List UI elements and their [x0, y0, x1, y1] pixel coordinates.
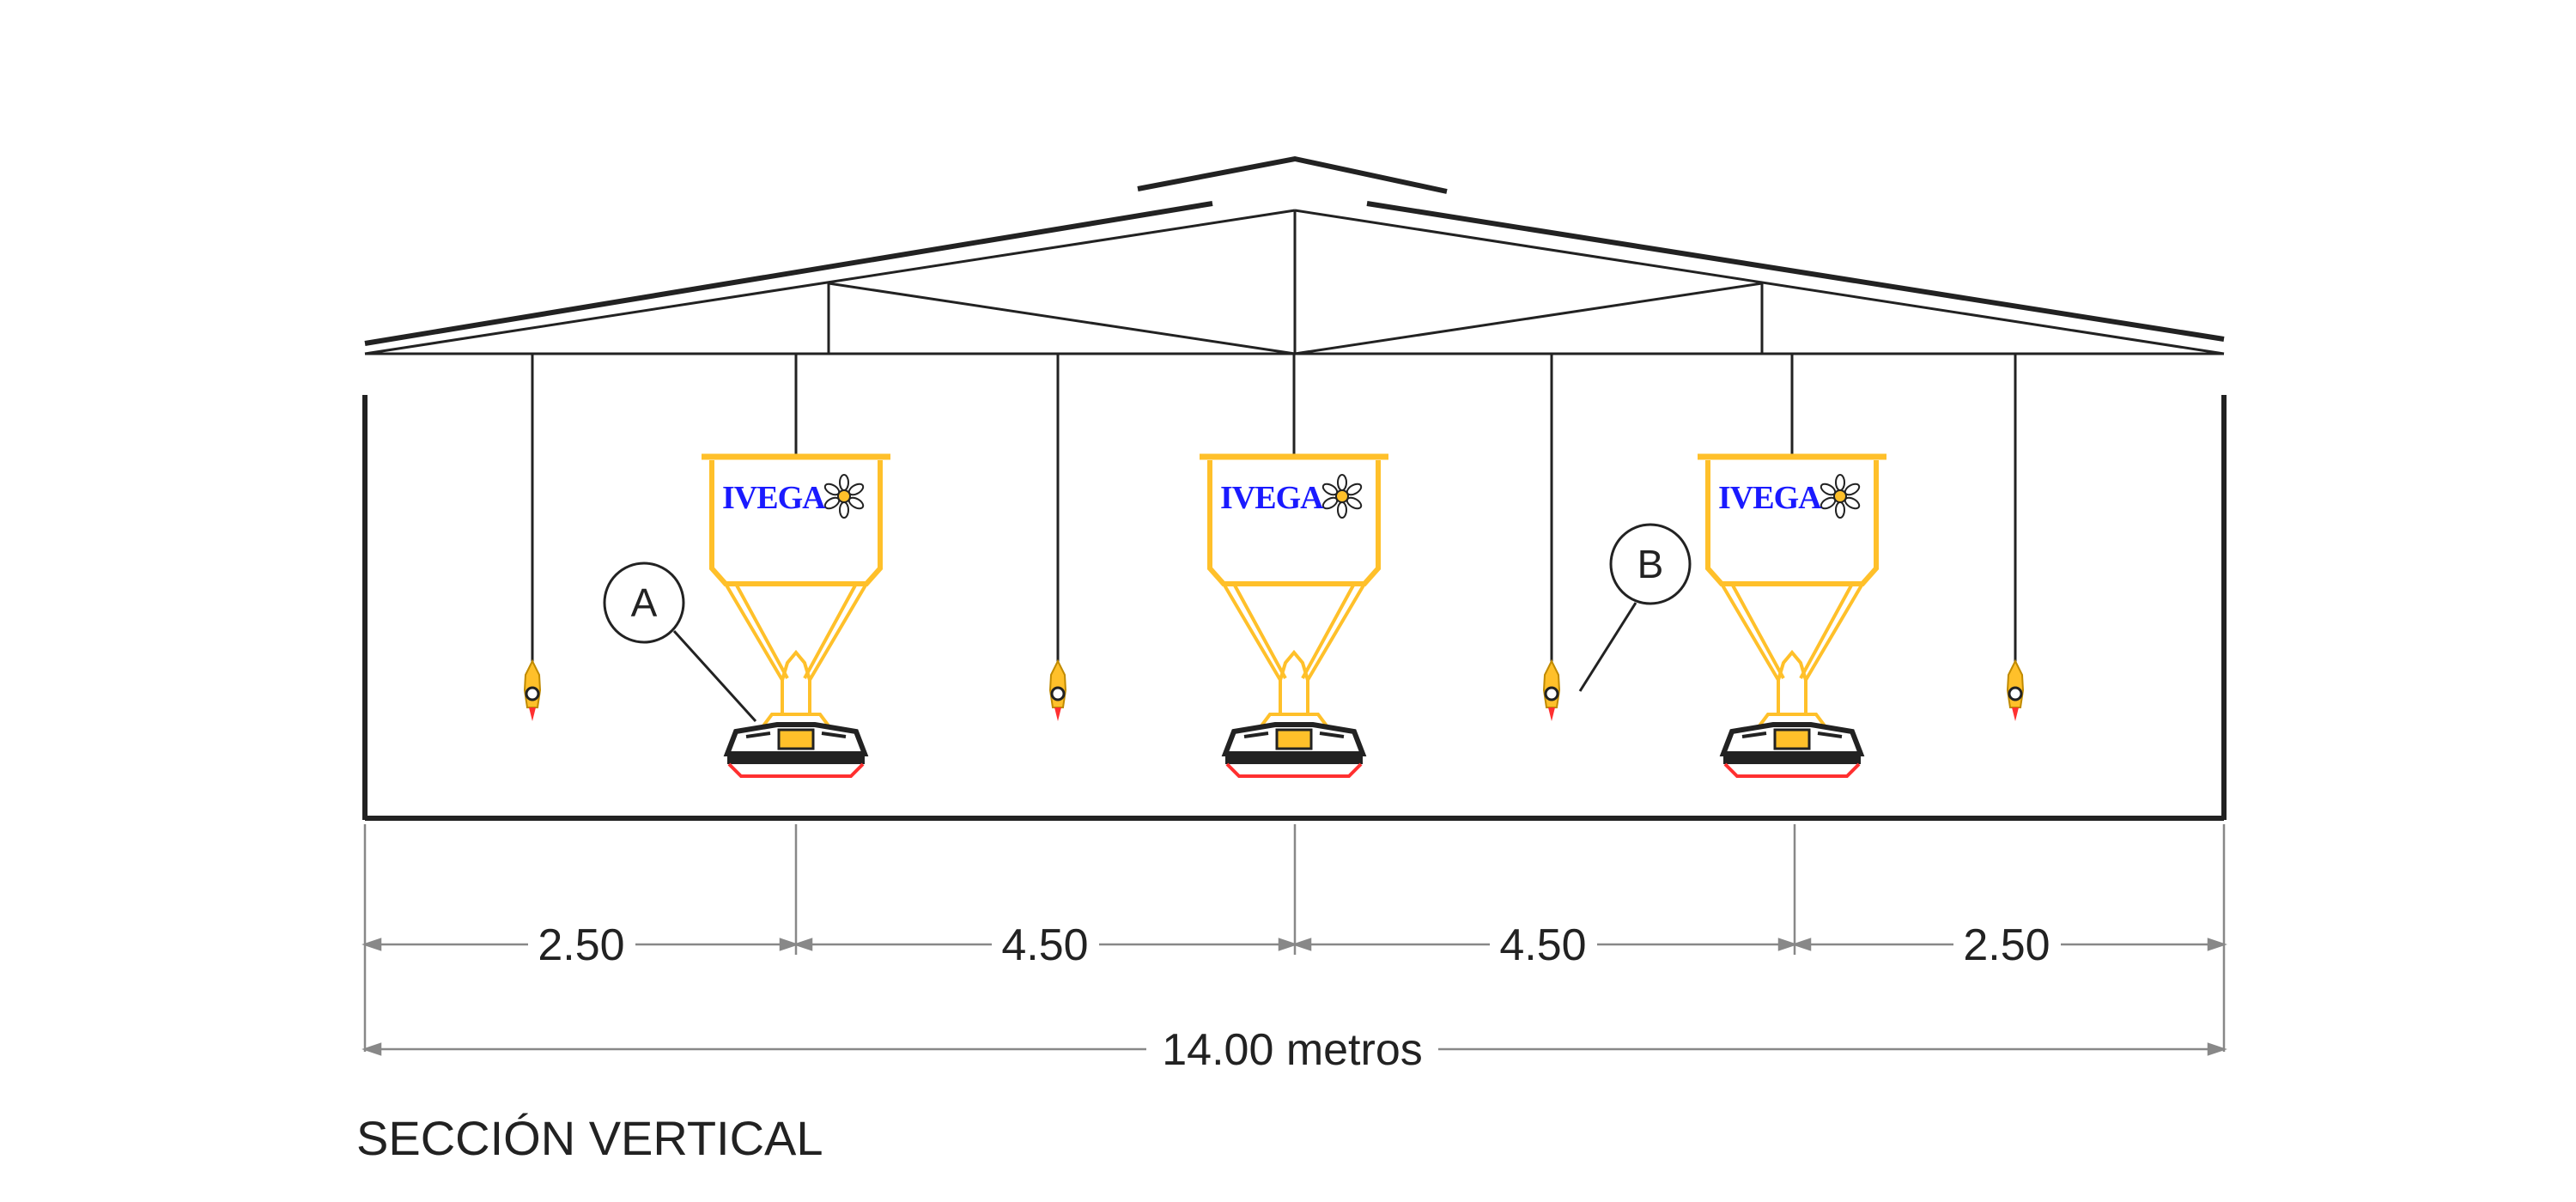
truss-diagonal-left — [828, 282, 1296, 355]
dimension-segment-2: 4.50 — [1001, 920, 1088, 970]
drinker-4 — [2006, 659, 2025, 723]
dimension-total: 14.00 metros — [1162, 1025, 1423, 1075]
feeder-2-brand: IVEGA — [1220, 480, 1324, 516]
suspension-lines — [531, 354, 2017, 663]
feeder-3: IVEGA — [1698, 457, 1886, 776]
truss-top-right — [1294, 209, 2225, 355]
truss-diagonal-right — [1294, 282, 1763, 355]
callout-b-label: B — [1637, 542, 1664, 586]
drinker-2 — [1048, 659, 1067, 723]
feeder-1-brand: IVEGA — [722, 480, 826, 516]
callout-a-label: A — [631, 580, 658, 625]
roof-ridge-vent — [1137, 155, 1448, 194]
truss-top-left — [364, 209, 1296, 355]
walls — [362, 395, 2227, 821]
dimension-segment-4: 2.50 — [1963, 920, 2050, 970]
drinker-1 — [523, 659, 542, 723]
roof — [364, 155, 2225, 355]
dimension-segment-1: 2.50 — [538, 920, 624, 970]
callout-a: A — [603, 562, 757, 723]
feeder-3-brand: IVEGA — [1718, 480, 1822, 516]
roof-left-cover — [364, 201, 1213, 346]
dimension-lines — [361, 824, 2227, 1056]
roof-right-cover — [1366, 201, 2225, 342]
section-caption: SECCIÓN VERTICAL — [356, 1111, 823, 1165]
feeder-1: IVEGA — [702, 457, 890, 776]
drinker-3 — [1542, 659, 1561, 723]
dimension-segment-3: 4.50 — [1499, 920, 1586, 970]
callout-b: B — [1578, 523, 1692, 692]
feeder-2: IVEGA — [1200, 457, 1388, 776]
